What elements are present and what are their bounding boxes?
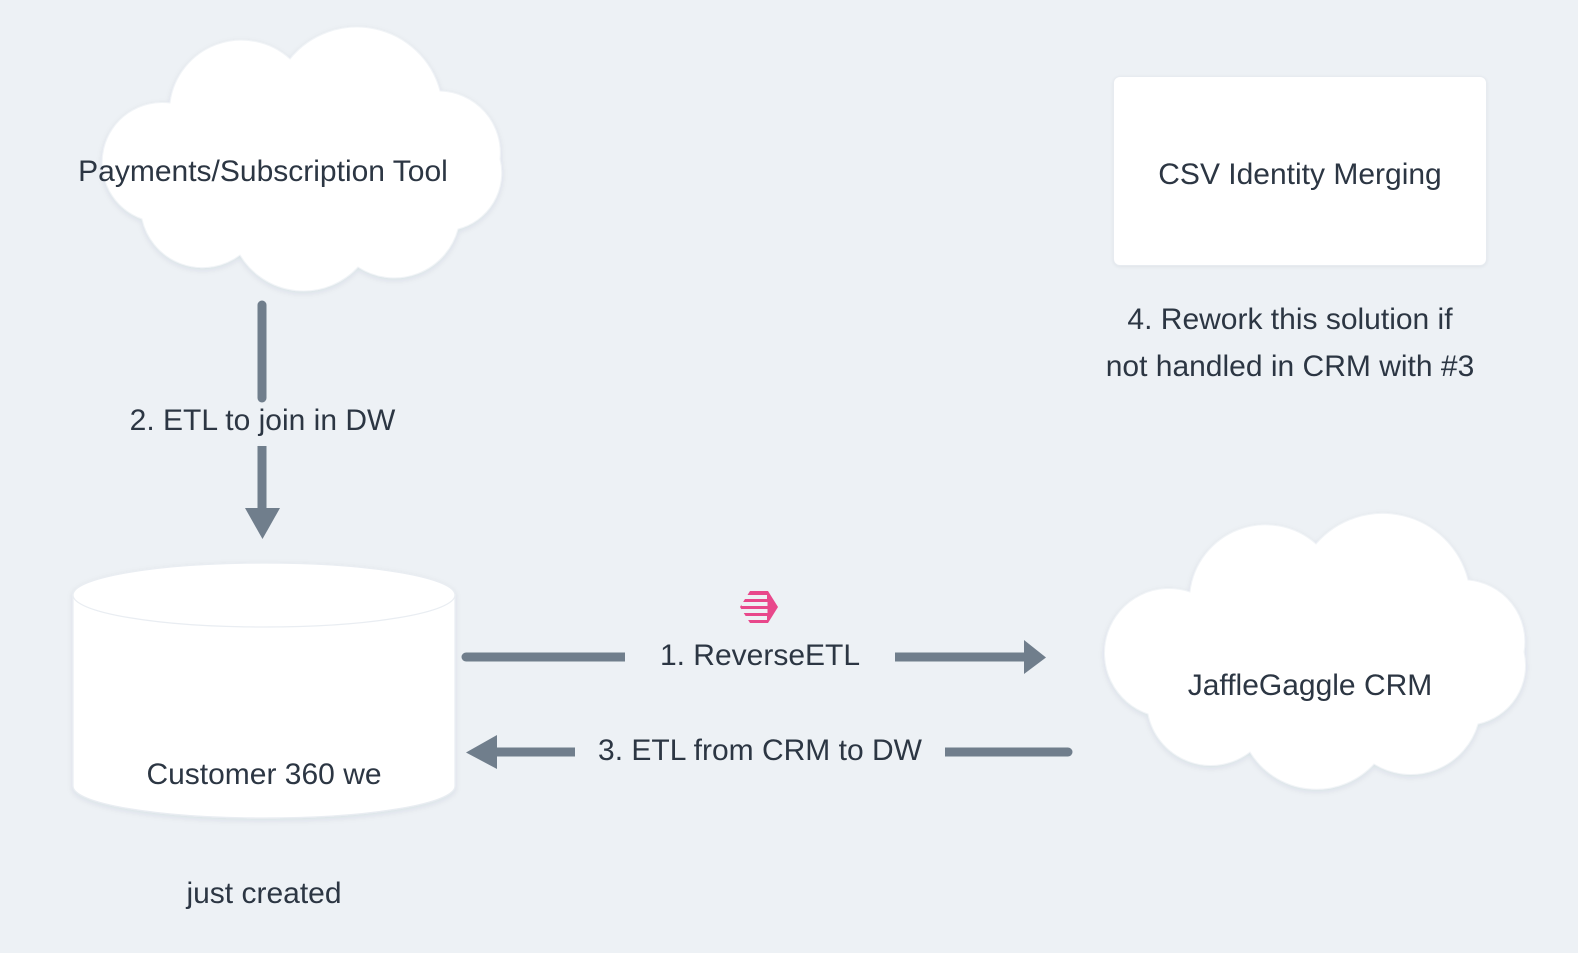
hightouch-logo-icon xyxy=(740,591,778,623)
arrow-etl-crm-to-dw xyxy=(466,735,1073,769)
payments-subscription-cloud-shape xyxy=(101,26,503,292)
edge-label-reverse-etl: 1. ReverseETL xyxy=(625,639,895,673)
arrow-reverse-etl xyxy=(461,640,1046,674)
edge-label-etl-join-dw: 2. ETL to join in DW xyxy=(129,404,396,437)
jafflegaggle-crm-cloud-shape xyxy=(1104,512,1526,790)
customer360-cylinder-shape xyxy=(72,562,456,819)
arrow-etl-join-dw xyxy=(245,300,280,539)
note-rework-line-1: 4. Rework this solution if xyxy=(1127,303,1453,336)
edge-label-etl-crm-to-dw: 3. ETL from CRM to DW xyxy=(575,734,945,768)
note-rework-solution: 4. Rework this solution if not handled i… xyxy=(1070,296,1510,391)
note-rework-line-2: not handled in CRM with #3 xyxy=(1105,350,1475,384)
diagram-canvas xyxy=(72,26,1526,819)
csv-identity-merging-box[interactable] xyxy=(1113,76,1487,266)
